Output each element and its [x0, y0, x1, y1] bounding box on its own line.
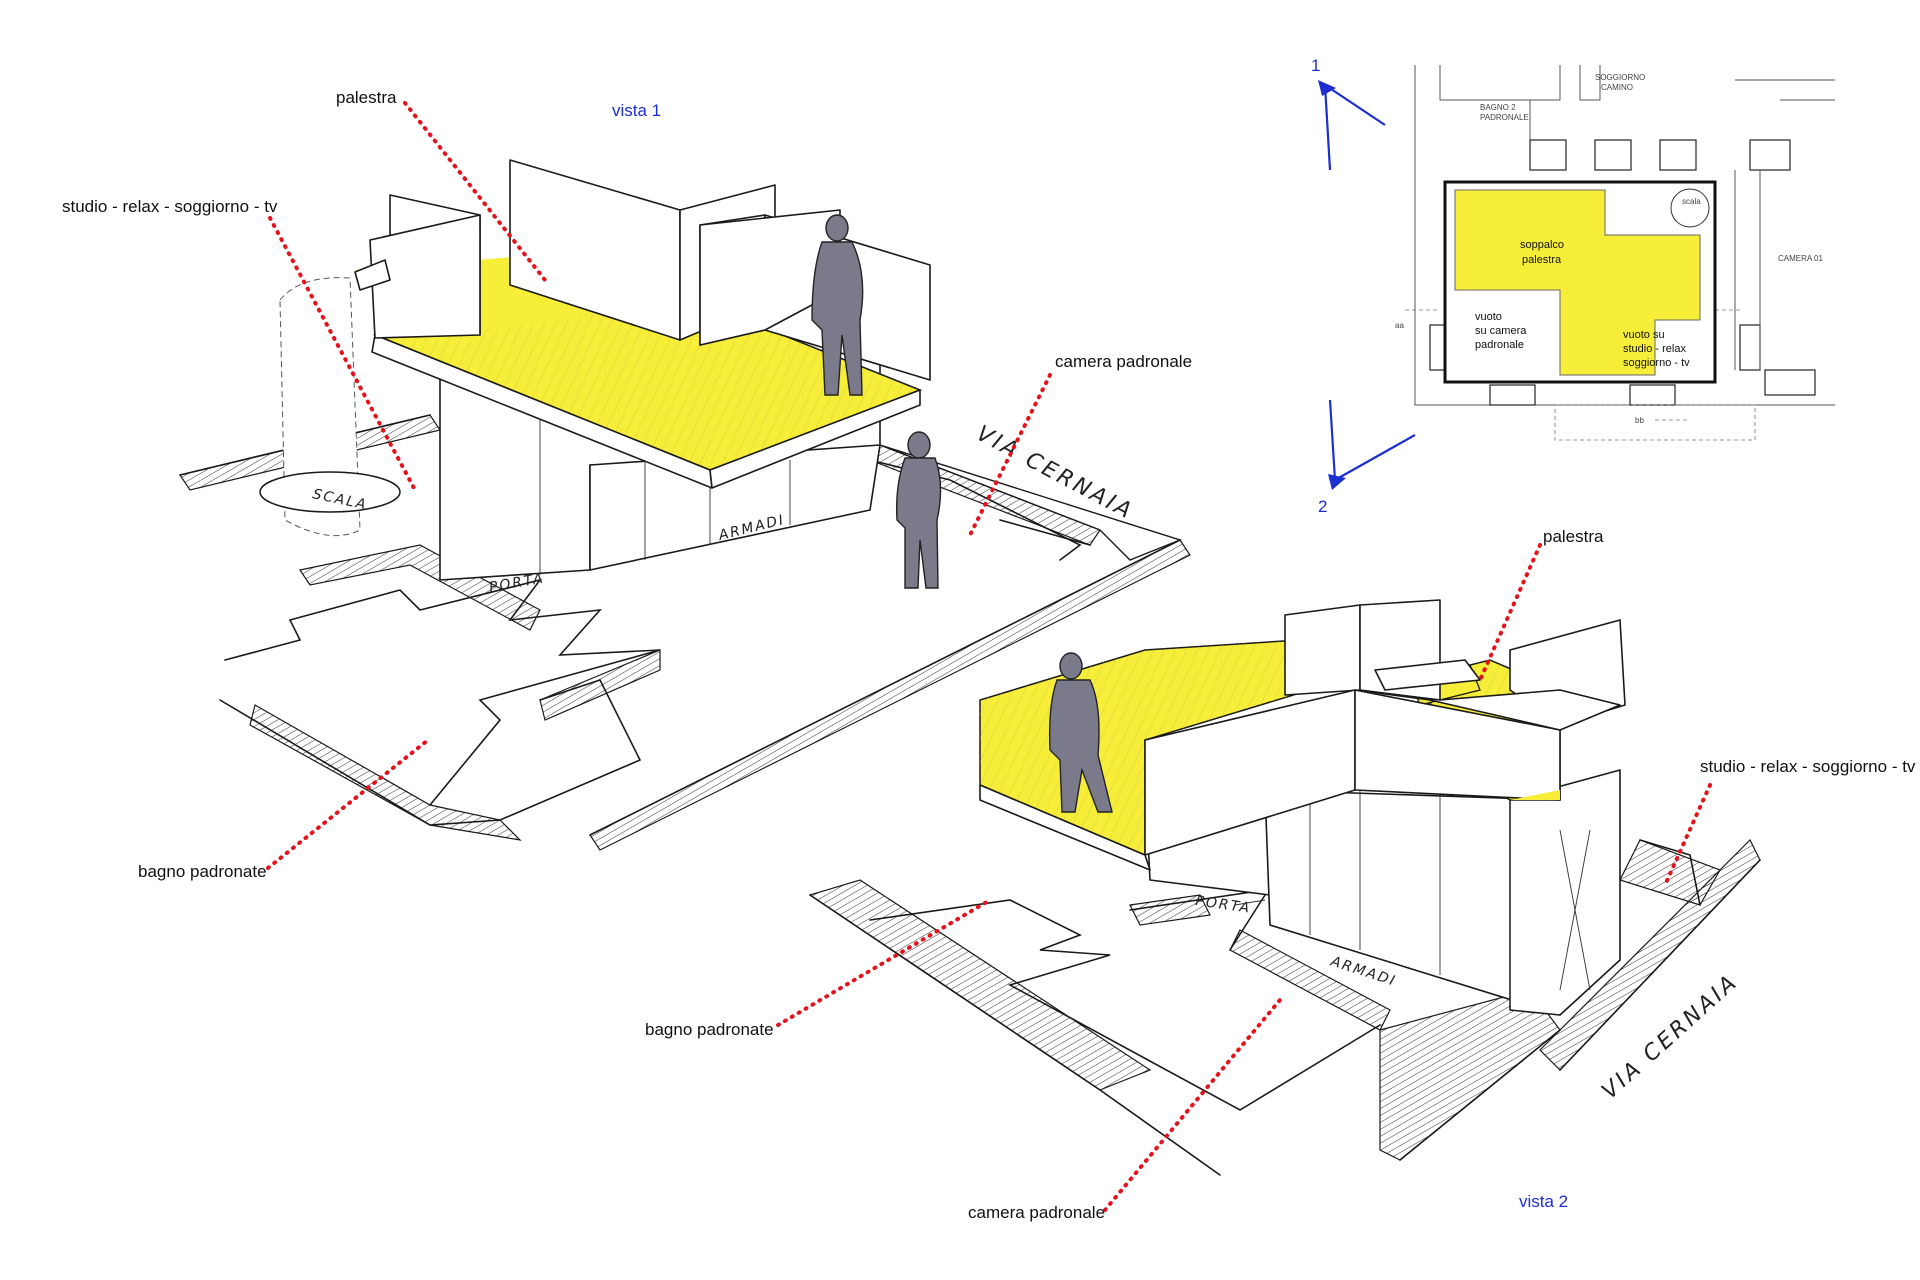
plan-vuoto-camera-1: vuoto — [1475, 311, 1502, 323]
view-1-leader-bagno — [266, 738, 430, 870]
view-1-person-lower — [895, 431, 942, 589]
view-1-leader-studio — [268, 216, 417, 492]
view-2-floor-walls — [808, 838, 1761, 1176]
view-2-leader-studio — [1663, 783, 1712, 887]
plan-walls — [1405, 65, 1835, 441]
view-1-leader-palestra — [403, 101, 547, 282]
view-marker-2-label: 2 — [1318, 497, 1327, 516]
plan-vuoto-camera-3: padronale — [1475, 339, 1524, 351]
plan-soppalco-1: soppalco — [1520, 239, 1564, 251]
plan-vuoto-camera-2: su camera — [1475, 325, 1527, 337]
view-2-label-palestra: palestra — [1543, 527, 1604, 546]
plan-vuoto-studio-2: studio - relax — [1623, 343, 1686, 355]
view-2-leader-camera — [1103, 998, 1282, 1212]
view-1-mezzanine — [354, 159, 931, 489]
view-1-label-camera: camera padronale — [1055, 352, 1192, 371]
floor-plan: 1 2 — [1311, 56, 1835, 516]
view-2-sketch: PORTA ARMADI VIA CERNAIA — [645, 527, 1916, 1222]
plan-room-bagno-1: BAGNO 2 — [1480, 103, 1516, 112]
view-1-label-studio: studio - relax - soggiorno - tv — [62, 197, 278, 216]
view-marker-2: 2 — [1318, 399, 1416, 516]
view-2-label-bagno: bagno padronate — [645, 1020, 774, 1039]
view-1-stair: SCALA — [259, 277, 401, 537]
plan-section-aa: aa — [1395, 321, 1404, 330]
plan-room-camera: CAMERA 01 — [1778, 254, 1823, 263]
plan-room-bagno-2: PADRONALE — [1480, 113, 1529, 122]
view-1-label-palestra: palestra — [336, 88, 397, 107]
plan-soppalco-2: palestra — [1522, 254, 1562, 266]
view-1-sketch: SCALA PORTA ARMADI — [62, 88, 1192, 881]
plan-vuoto-studio-3: soggiorno - tv — [1623, 357, 1690, 369]
view-1-person-upper — [811, 214, 864, 396]
view-1-label-bagno: bagno padronate — [138, 862, 267, 881]
view-2-porta-text: PORTA — [1194, 893, 1252, 917]
view-2-label-studio: studio - relax - soggiorno - tv — [1700, 757, 1916, 776]
plan-mezzanine-room: scala — [1443, 180, 1717, 384]
view-2-title: vista 2 — [1519, 1192, 1568, 1211]
plan-room-soggiorno-2: CAMINO — [1601, 83, 1633, 92]
plan-section-bb: bb — [1635, 416, 1644, 425]
view-2-leader-bagno — [776, 898, 992, 1027]
plan-vuoto-studio-1: vuoto su — [1623, 329, 1665, 341]
view-1-leader-camera — [968, 373, 1052, 537]
view-2-person — [1048, 652, 1113, 813]
view-1-title: vista 1 — [612, 101, 661, 120]
view-2-leader-palestra — [1478, 543, 1542, 682]
view-marker-1-label: 1 — [1311, 56, 1320, 75]
view-2-label-camera: camera padronale — [968, 1203, 1105, 1222]
plan-room-soggiorno-1: SOGGIORNO — [1595, 73, 1645, 82]
plan-scala-text: scala — [1682, 197, 1701, 206]
view-marker-1: 1 — [1311, 56, 1386, 171]
